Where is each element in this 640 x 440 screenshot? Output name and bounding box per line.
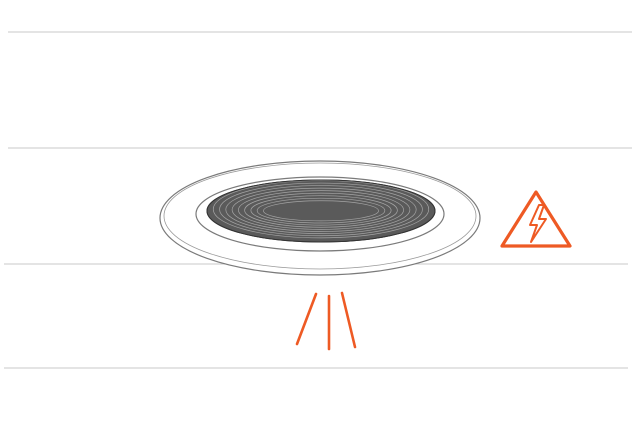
baffle-ring [263, 200, 379, 222]
baffle-ring [231, 187, 411, 232]
recessed-light-fixture [159, 160, 481, 276]
baffle-ring [219, 182, 423, 237]
light-rays-icon [295, 291, 357, 351]
baffle-rings [212, 180, 430, 239]
high-voltage-warning-icon [500, 190, 572, 248]
baffle-ring [225, 185, 417, 234]
warning-triangle [500, 190, 572, 248]
outer-trim-edge [163, 162, 477, 270]
baffle-ring [238, 190, 405, 230]
baffle-bottom-edge [206, 179, 436, 243]
baffle-ring [256, 197, 386, 224]
light-ray-left [295, 292, 318, 346]
baffle-ring [244, 192, 398, 228]
baffle-ring [250, 195, 392, 226]
lightning-bolt [529, 204, 547, 243]
baffle-ring [212, 180, 430, 239]
light-ray-right [340, 291, 357, 349]
